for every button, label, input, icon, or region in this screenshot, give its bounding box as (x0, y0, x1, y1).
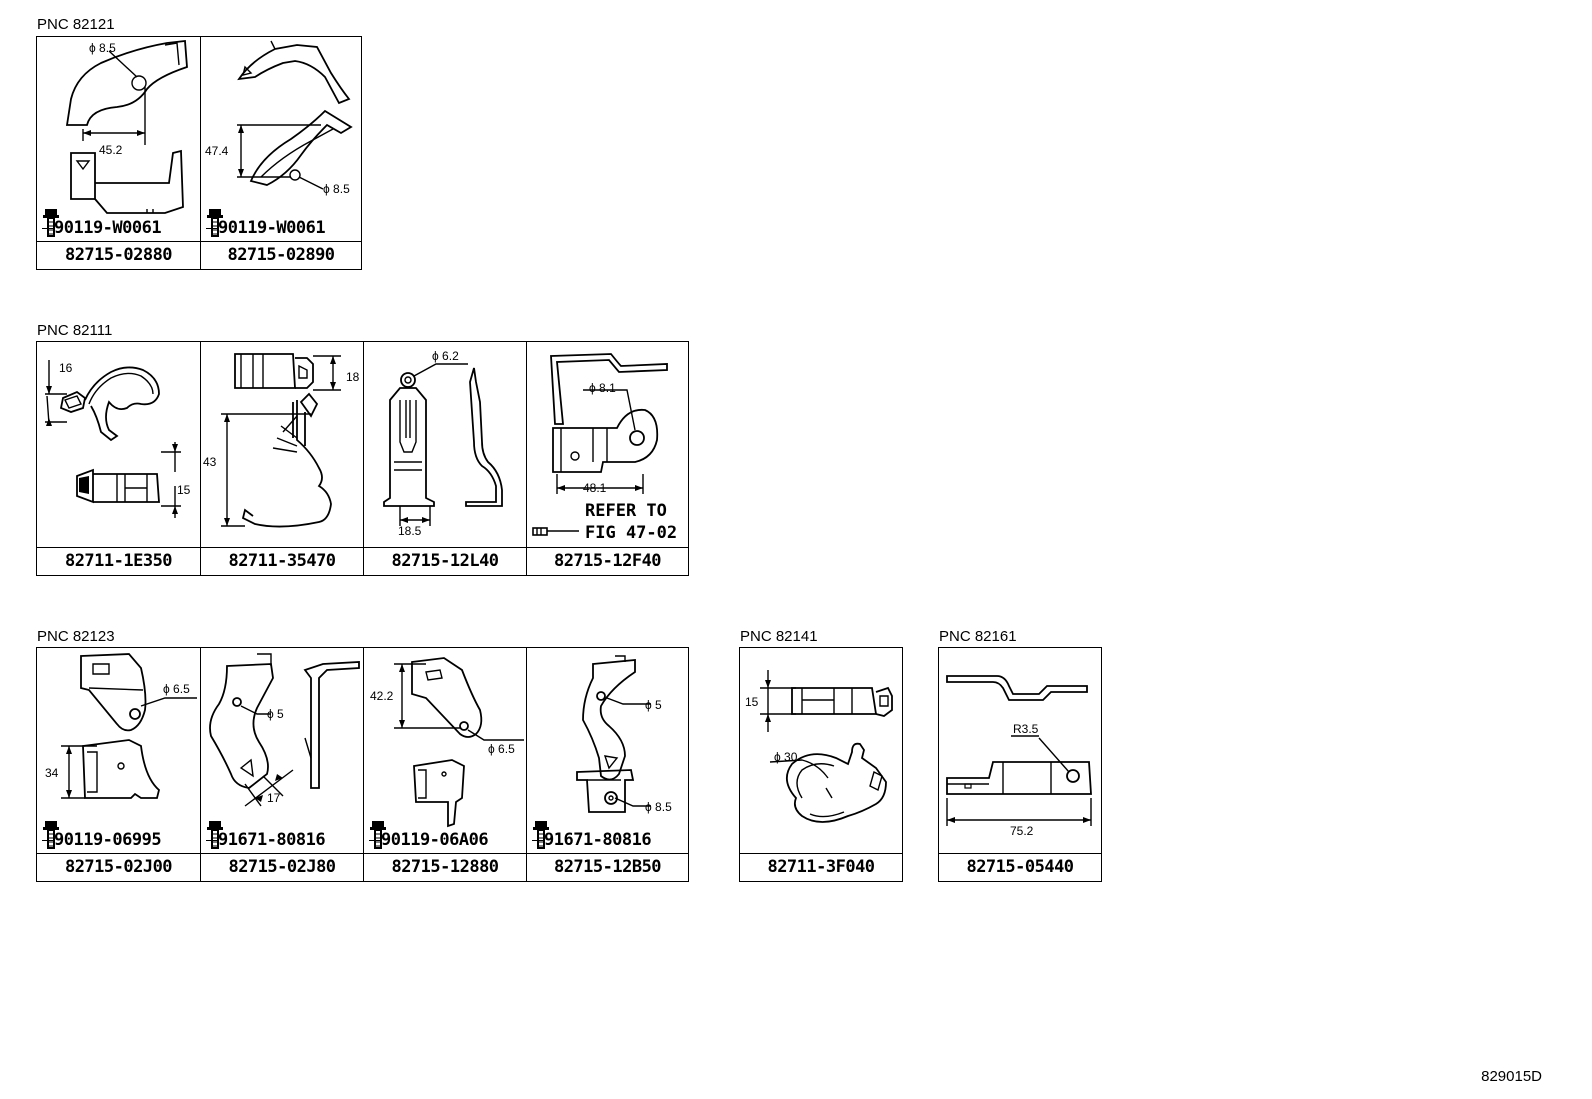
part-panel-82123: ϕ 6.5 34 90119-06995 82715-02J00 (36, 647, 689, 882)
dimension-label: 42.2 (370, 689, 394, 703)
pnc-label: PNC 82121 (37, 16, 115, 33)
part-cell[interactable]: ϕ 5 ϕ 8.5 91671-80816 82715-12B50 (526, 648, 688, 881)
part-number: 82715-12880 (364, 853, 526, 881)
bolt-part-number: 91671-80816 (544, 830, 652, 850)
part-cell[interactable]: 47.4 ϕ 8.5 90119-W0061 82715-02890 (200, 37, 361, 269)
bolt-part-number: 90119-06995 (54, 830, 162, 850)
pnc-label: PNC 82111 (37, 322, 113, 339)
clip-drawing (221, 353, 341, 528)
dimension-label: 34 (45, 766, 59, 780)
dimension-label: ϕ 30 (774, 750, 798, 764)
part-cell[interactable]: ϕ 6.5 34 90119-06995 82715-02J00 (37, 648, 200, 881)
dimension-label: ϕ 8.5 (89, 41, 116, 55)
part-cell[interactable]: ϕ 5 17 91671-80816 82715-02J80 (200, 648, 363, 881)
part-number: 82715-12B50 (527, 853, 688, 881)
bolt-callout: 90119-06995 (42, 819, 162, 850)
part-number: 82715-12F40 (527, 547, 688, 575)
dimension-label: ϕ 8.1 (589, 381, 616, 395)
part-cell[interactable]: 42.2 ϕ 6.5 90119-06A06 82715-12880 (363, 648, 526, 881)
dimension-label: 15 (745, 695, 759, 709)
bolt-callout: 91671-80816 (532, 819, 652, 850)
dimension-label: 17 (267, 791, 281, 805)
bolt-part-number: 90119-W0061 (218, 218, 326, 238)
bracket-drawing (237, 40, 353, 190)
bolt-callout: 90119-W0061 (42, 207, 162, 238)
bolt-icon (207, 209, 223, 237)
part-number: 82715-12L40 (364, 547, 526, 575)
bracket-drawing (394, 657, 524, 828)
part-panel-82141: 15 ϕ 30 82711-3F040 (739, 647, 903, 882)
part-panel-82121: ϕ 8.5 45.2 90119-W0061 82715-02880 (36, 36, 362, 270)
part-number: 82715-02J80 (201, 853, 363, 881)
bolt-part-number: 91671-80816 (218, 830, 326, 850)
refer-note: REFER TO (585, 501, 667, 521)
dimension-label: 75.2 (1010, 824, 1034, 838)
part-cell[interactable]: ϕ 6.2 18.5 82715-12L40 (363, 342, 526, 575)
dimension-label: 18.5 (398, 524, 422, 538)
bracket-drawing (532, 353, 668, 536)
dimension-label: ϕ 6.5 (488, 742, 515, 756)
dimension-label: 48.1 (583, 481, 607, 495)
pnc-label: PNC 82123 (37, 628, 115, 645)
bolt-icon (533, 821, 549, 849)
dimension-label: R3.5 (1013, 722, 1039, 736)
clip-drawing (760, 670, 893, 823)
dimension-label: 15 (177, 483, 191, 497)
bracket-drawing (946, 675, 1092, 826)
bracket-drawing (576, 655, 651, 813)
dimension-label: 45.2 (99, 143, 123, 157)
part-number: 82711-3F040 (740, 853, 902, 881)
dimension-label: 43 (203, 455, 217, 469)
dimension-label: ϕ 5 (267, 707, 284, 721)
dimension-label: ϕ 8.5 (323, 182, 350, 196)
bracket-drawing (383, 363, 503, 526)
bolt-callout: 90119-06A06 (369, 819, 489, 850)
bracket-drawing (61, 653, 197, 799)
bolt-part-number: 90119-W0061 (54, 218, 162, 238)
part-number: 82715-05440 (939, 853, 1101, 881)
dimension-label: 47.4 (205, 144, 229, 158)
part-panel-82111: 16 15 82711-1E350 18 43 82711-35470 (36, 341, 689, 576)
bolt-part-number: 90119-06A06 (381, 830, 489, 850)
bolt-icon (43, 821, 59, 849)
dimension-label: ϕ 6.5 (163, 682, 190, 696)
bolt-icon (207, 821, 223, 849)
figure-id: 829015D (1481, 1068, 1542, 1085)
refer-note: FIG 47-02 (585, 523, 678, 543)
part-cell[interactable]: 15 ϕ 30 82711-3F040 (740, 648, 902, 881)
bracket-drawing (209, 653, 360, 807)
bracket-drawing (65, 40, 188, 214)
dimension-label: 16 (59, 361, 73, 375)
dimension-label: ϕ 8.5 (645, 800, 672, 814)
dimension-label: ϕ 6.2 (432, 349, 459, 363)
bolt-callout: 91671-80816 (206, 819, 326, 850)
part-cell[interactable]: 18 43 82711-35470 (200, 342, 363, 575)
part-cell[interactable]: ϕ 8.1 48.1 REFER TO FIG 47-02 82715-12F4… (526, 342, 688, 575)
part-number: 82715-02J00 (37, 853, 200, 881)
pnc-label: PNC 82161 (939, 628, 1017, 645)
part-panel-82161: R3.5 75.2 82715-05440 (938, 647, 1102, 882)
bolt-callout: 90119-W0061 (206, 207, 326, 238)
bolt-icon (43, 209, 59, 237)
part-cell[interactable]: ϕ 8.5 45.2 90119-W0061 82715-02880 (37, 37, 200, 269)
dimension-label: ϕ 5 (645, 698, 662, 712)
part-cell[interactable]: 16 15 82711-1E350 (37, 342, 200, 575)
part-number: 82711-35470 (201, 547, 363, 575)
part-cell[interactable]: R3.5 75.2 82715-05440 (939, 648, 1101, 881)
clip-drawing (45, 360, 181, 518)
part-number: 82715-02880 (37, 241, 200, 269)
pnc-label: PNC 82141 (740, 628, 818, 645)
bolt-icon (370, 821, 386, 849)
dimension-label: 18 (346, 370, 360, 384)
part-number: 82715-02890 (201, 241, 361, 269)
part-number: 82711-1E350 (37, 547, 200, 575)
